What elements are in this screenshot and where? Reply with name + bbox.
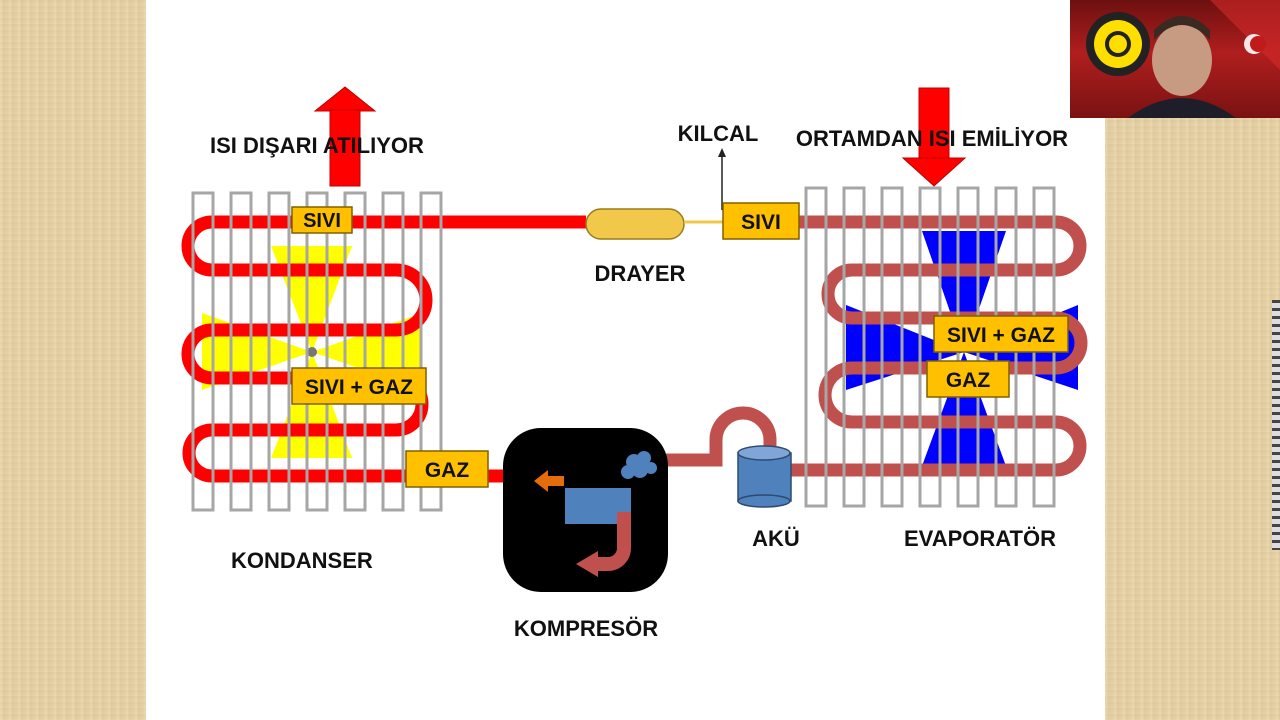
presenter-face — [1152, 24, 1212, 96]
compressor: KOMPRESÖR — [503, 428, 668, 641]
dryer: DRAYER — [585, 208, 686, 286]
webcam-overlay — [1070, 0, 1280, 118]
heat-in-arrow-icon — [901, 87, 967, 187]
condenser-mix-text: SIVI + GAZ — [305, 376, 413, 399]
evaporator-label: EVAPORATÖR — [904, 526, 1056, 551]
compressor-return-pipe — [598, 512, 631, 571]
heat-out-arrow-icon — [313, 86, 377, 187]
dryer-label: DRAYER — [595, 261, 686, 286]
compressor-valve-icon — [621, 451, 657, 479]
webcam-video — [1086, 0, 1280, 118]
condenser-mix-box: SIVI + GAZ — [291, 367, 427, 405]
accumulator-top — [737, 445, 791, 461]
condenser: SIVI SIVI + GAZ GAZ ISI DIŞARI ATILIYOR … — [181, 86, 586, 573]
condenser-label: KONDANSER — [231, 548, 373, 573]
wood-background-right — [1105, 0, 1280, 720]
wood-background-left — [0, 0, 146, 720]
condenser-coil — [181, 215, 586, 483]
capillary-pointer-arrow-icon — [718, 148, 726, 157]
compressor-return-arrow-icon — [576, 551, 598, 577]
presentation-slide: SIVI SIVI + GAZ GAZ ISI DIŞARI ATILIYOR … — [146, 0, 1105, 720]
evaporator-gas-text: GAZ — [946, 369, 991, 392]
evaporator-liquid-text: SIVI — [741, 211, 781, 234]
condenser-gas-box: GAZ — [405, 450, 489, 488]
evaporator-mix-text: SIVI + GAZ — [947, 324, 1055, 347]
dryer-body — [585, 208, 685, 240]
heat-out-label: ISI DIŞARI ATILIYOR — [210, 133, 424, 158]
evaporator-mix-box: SIVI + GAZ — [933, 315, 1069, 353]
condenser-liquid-box: SIVI — [291, 206, 353, 234]
capillary-label: KILCAL — [678, 121, 759, 146]
evaporator-coil — [788, 215, 1088, 477]
accumulator-label: AKÜ — [752, 526, 800, 551]
compressor-flow-arrow-icon — [534, 470, 564, 492]
presenter-shirt — [1128, 98, 1236, 118]
evaporator-liquid-box: SIVI — [722, 202, 800, 240]
condenser-gas-text: GAZ — [425, 459, 470, 482]
right-edge-artifact — [1272, 300, 1280, 550]
condenser-liquid-text: SIVI — [303, 210, 341, 232]
suction-pipe — [664, 406, 777, 467]
accumulator: AKÜ — [664, 406, 800, 551]
accumulator-bottom — [737, 494, 791, 508]
evaporator: SIVI SIVI + GAZ GAZ ORTAMDAN ISI EMİLİYO… — [722, 87, 1088, 551]
condenser-fins — [191, 191, 443, 512]
heat-in-label: ORTAMDAN ISI EMİLİYOR — [796, 126, 1068, 151]
refrigeration-cycle-diagram: SIVI SIVI + GAZ GAZ ISI DIŞARI ATILIYOR … — [181, 86, 1088, 641]
compressor-label: KOMPRESÖR — [514, 616, 658, 641]
capillary: KILCAL — [678, 121, 759, 224]
evaporator-gas-box: GAZ — [926, 360, 1010, 398]
